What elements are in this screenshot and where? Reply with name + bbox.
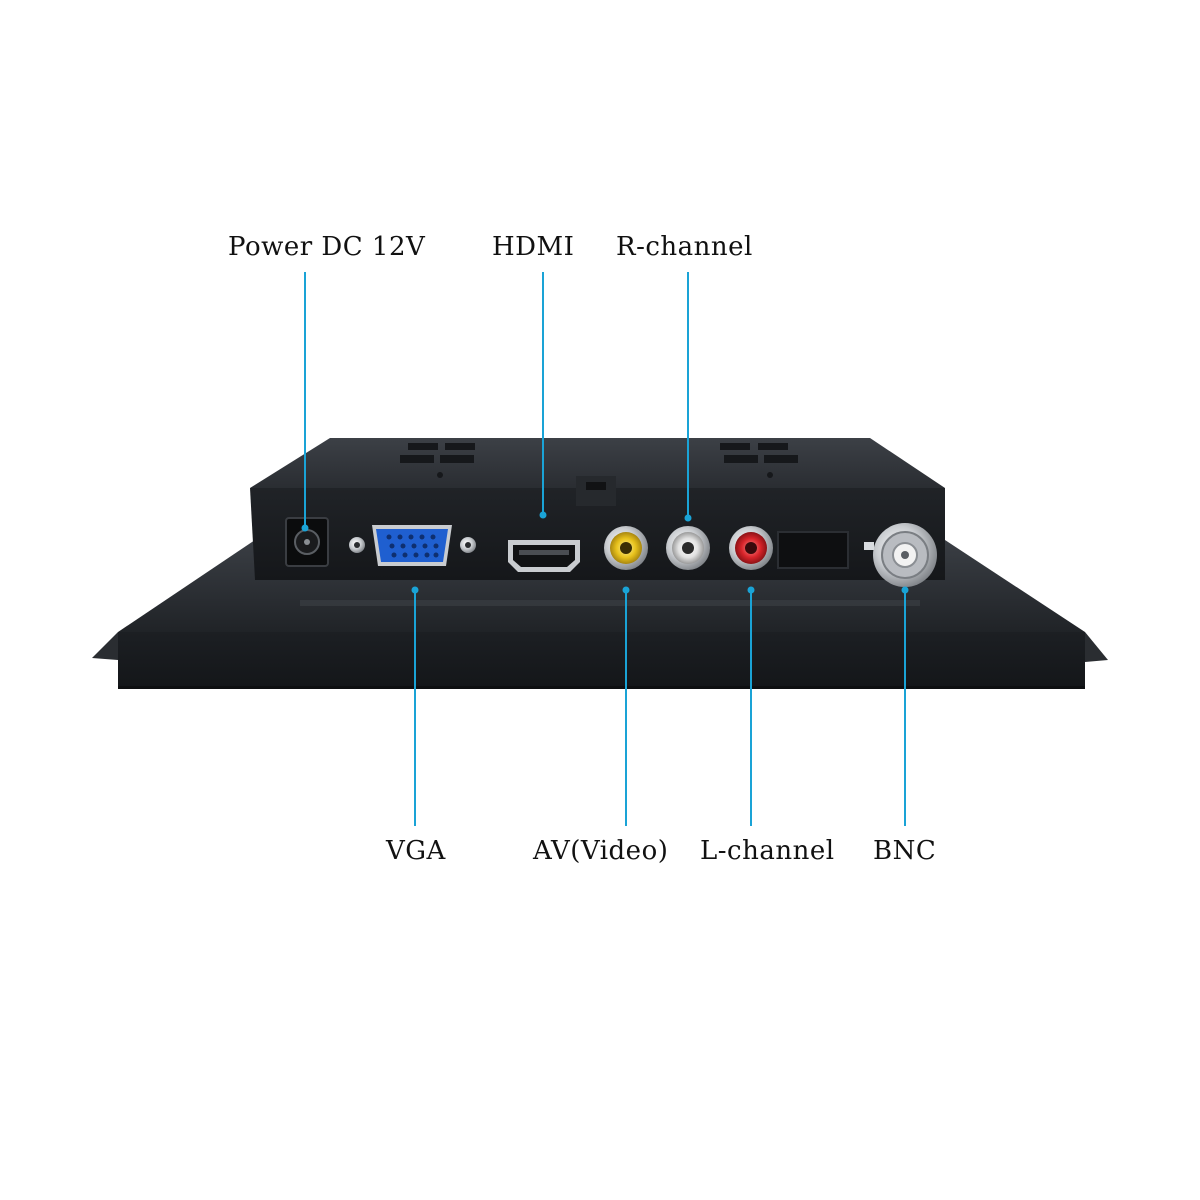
leader-lines [304, 272, 906, 826]
label-av-video: AV(Video) [533, 836, 669, 866]
label-r-channel: R-channel [616, 232, 753, 262]
usb-cover [777, 531, 849, 569]
dc-power-jack [285, 517, 329, 567]
hdmi-port [508, 540, 580, 572]
label-power-dc: Power DC 12V [228, 232, 426, 262]
label-hdmi: HDMI [492, 232, 575, 262]
label-l-channel: L-channel [700, 836, 835, 866]
rca-video-port [604, 526, 648, 570]
vga-port [349, 525, 476, 566]
label-vga: VGA [386, 836, 446, 866]
bnc-connector [864, 523, 937, 587]
rca-l-channel-port [729, 526, 773, 570]
rca-r-channel-port [666, 526, 710, 570]
leader-dots [301, 511, 909, 594]
label-bnc: BNC [873, 836, 937, 866]
